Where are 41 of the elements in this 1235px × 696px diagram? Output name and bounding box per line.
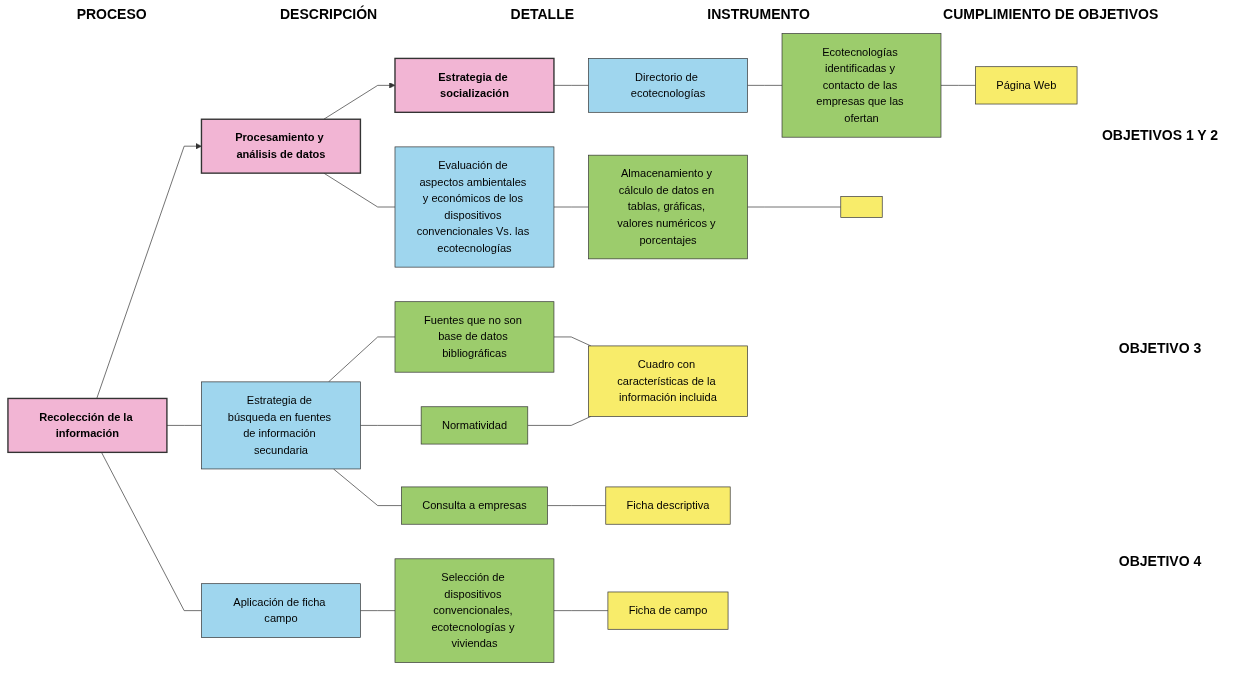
node-box: Procesamiento y análisis de datos: [200, 118, 362, 174]
node-box: Página Web: [975, 66, 1078, 105]
connector: [747, 85, 783, 86]
connector: [940, 85, 976, 86]
node-box: Normatividad: [420, 406, 529, 445]
connector: [360, 425, 422, 426]
node-box: [840, 196, 883, 218]
column-header: CUMPLIMIENTO DE OBJETIVOS: [943, 6, 1159, 22]
node-box: Selección de dispositivos convencionales, ecotecnologías y viviendas: [394, 558, 555, 663]
column-header: PROCESO: [76, 6, 147, 22]
connector: [323, 172, 396, 208]
node-box: Aplicación de ficha campo: [201, 583, 361, 638]
objective-label: OBJETIVOS 1 Y 2: [1100, 126, 1220, 143]
column-header: DETALLE: [510, 6, 575, 22]
connector: [166, 425, 202, 426]
node-box: Ficha descriptiva: [605, 486, 731, 525]
connector: [360, 610, 396, 611]
node-box: Ecotecnologías identificadas y contacto de las empresas que las ofertan: [781, 33, 942, 138]
node-box: Estrategia de búsqueda en fuentes de información secundaria: [201, 381, 361, 470]
connector: [527, 416, 592, 426]
connector: [553, 206, 589, 208]
column-header: DESCRIPCIÓN: [280, 6, 378, 22]
node-box: Estrategia de socialización: [394, 57, 555, 113]
node-box: Recolección de la información: [7, 397, 168, 454]
node-box: Consulta a empresas: [401, 486, 548, 525]
connector: [553, 85, 589, 86]
objective-label: OBJETIVO 4: [1117, 553, 1203, 570]
node-box: Fuentes que no son base de datos bibliográficas: [394, 301, 555, 373]
node-box: Cuadro con características de la información incluida: [588, 345, 748, 417]
node-box: Directorio de ecotecnologías: [588, 58, 748, 113]
node-box: Ficha de campo: [607, 591, 729, 630]
node-box: Evaluación de aspectos ambientales y económicos de los dispositivos convencionales Vs. las ecotecnologías: [394, 146, 555, 268]
objective-label: OBJETIVO 3: [1117, 340, 1203, 356]
connector: [333, 468, 402, 506]
connector: [747, 206, 842, 208]
connector: [101, 452, 202, 611]
column-header: INSTRUMENTO: [707, 6, 810, 22]
connector: [547, 505, 607, 506]
connector: [553, 610, 609, 611]
node-box: Almacenamiento y cálculo de datos en tablas, gráficas, valores numéricos y porcentajes: [588, 154, 748, 260]
connector: [328, 336, 396, 383]
